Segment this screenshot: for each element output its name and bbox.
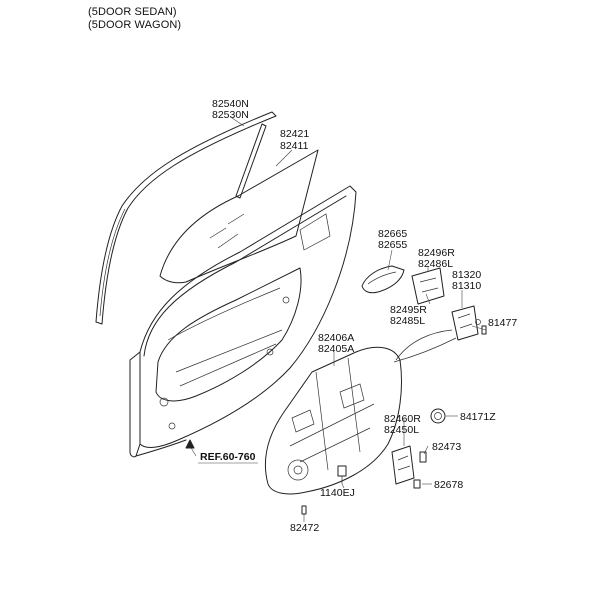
title-line-2: (5DOOR WAGON) [88, 19, 182, 31]
lock-actuator [391, 445, 415, 485]
door-latch [451, 305, 481, 341]
label-81320: 81320 [452, 269, 481, 281]
door-frame-weatherstrip [95, 111, 277, 325]
label-82472: 82472 [290, 522, 319, 534]
label-82473: 82473 [432, 441, 461, 453]
label-82405A: 82405A [318, 343, 354, 355]
label-82486L: 82486L [418, 258, 453, 270]
door-glass [159, 149, 319, 284]
label-82485L: 82485L [390, 315, 425, 327]
grommet [430, 408, 446, 424]
latch-cables [393, 329, 457, 363]
label-82406A: 82406A [318, 332, 354, 344]
outside-door-handle [361, 265, 405, 294]
ref-label: REF.60-760 [200, 451, 256, 463]
screw-82473 [419, 451, 427, 463]
clip-81477 [481, 325, 487, 335]
reference-callout: REF.60-760 [185, 439, 258, 464]
door-module-panel [264, 346, 402, 495]
bolt-1140EJ [337, 465, 347, 484]
label-84171Z: 84171Z [460, 411, 496, 423]
label-82540N: 82540N [212, 98, 249, 110]
front-door-panel [129, 185, 357, 458]
screw-82678 [413, 479, 421, 489]
label-82678: 82678 [434, 479, 463, 491]
screw-82472 [301, 505, 307, 515]
label-82450L: 82450L [384, 424, 419, 436]
label-82411: 82411 [280, 140, 309, 152]
label-82655: 82655 [378, 239, 407, 251]
label-81477: 81477 [488, 317, 517, 329]
label-82421: 82421 [280, 128, 309, 140]
title-line-1: (5DOOR SEDAN) [88, 6, 177, 18]
label-82530N: 82530N [212, 109, 249, 121]
label-81310: 81310 [452, 280, 481, 292]
label-82460R: 82460R [384, 413, 421, 425]
label-82495R: 82495R [390, 304, 427, 316]
label-1140EJ: 1140EJ [320, 487, 355, 499]
label-82496R: 82496R [418, 247, 455, 259]
label-82665: 82665 [378, 228, 407, 240]
handle-base [411, 267, 445, 305]
leader-lines [189, 117, 487, 522]
